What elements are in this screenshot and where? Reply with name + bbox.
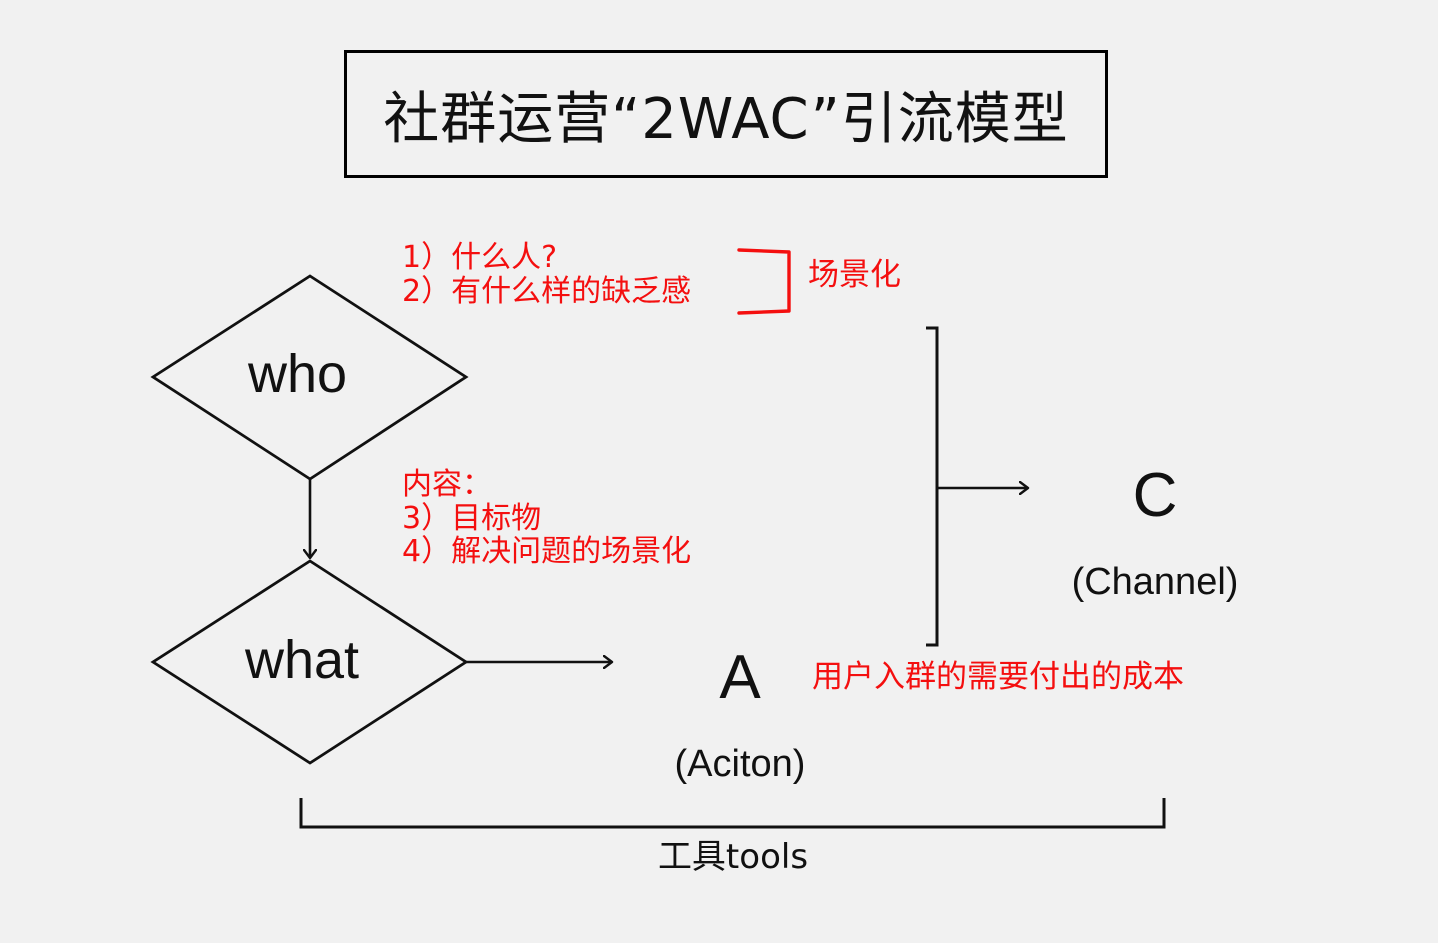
- channel-letter: C: [1132, 460, 1178, 530]
- tools-bracket-label: 工具tools: [657, 837, 809, 877]
- what-diamond[interactable]: [150, 559, 469, 765]
- action-node[interactable]: A (Aciton): [640, 612, 840, 822]
- scenario-annotation: 场景化: [808, 257, 901, 293]
- page-title: 社群运营“2WAC”引流模型: [383, 86, 1069, 152]
- what-node-label: what: [245, 630, 360, 690]
- who-red-bracket: [737, 248, 791, 315]
- who-node-label: who: [248, 344, 348, 404]
- right-vertical-bracket: [926, 326, 939, 647]
- channel-sublabel: (Channel): [1071, 561, 1239, 604]
- who-questions-annotation: 1）什么人? 2）有什么样的缺乏感: [402, 240, 692, 309]
- what-content-annotation: 内容： 3）目标物 4）解决问题的场景化: [402, 467, 692, 570]
- channel-node[interactable]: C (Channel): [1050, 430, 1260, 640]
- title-box: 社群运营“2WAC”引流模型: [344, 50, 1108, 178]
- action-letter: A: [719, 642, 761, 712]
- action-sublabel: (Aciton): [674, 743, 806, 786]
- bottom-tools-bracket: [299, 798, 1166, 829]
- channel-cost-annotation: 用户入群的需要付出的成本: [812, 659, 1184, 695]
